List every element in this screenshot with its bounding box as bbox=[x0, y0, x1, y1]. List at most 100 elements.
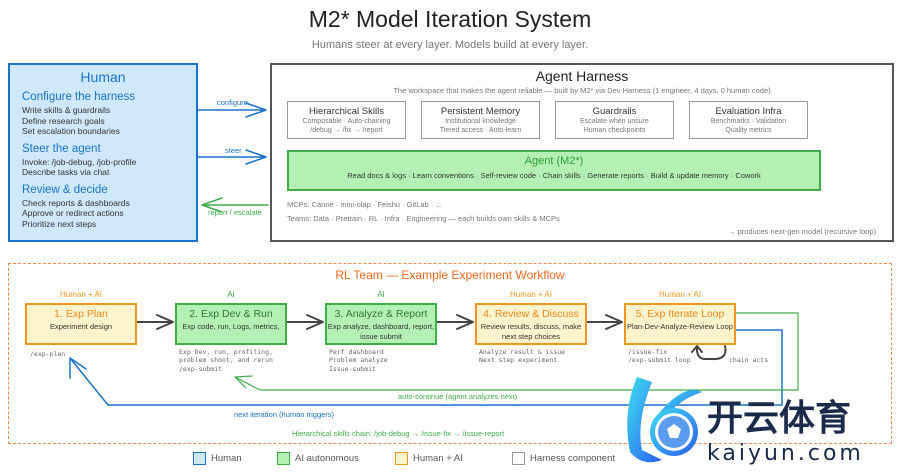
section-item: Invoke: /job-debug, /job-profile bbox=[22, 156, 137, 167]
step-exp-dev-run: 2. Exp Dev & Run Exp code, run, Logs, me… bbox=[175, 303, 287, 345]
legend-swatch bbox=[395, 452, 408, 465]
report-escalate-label: report / escalate bbox=[208, 208, 262, 217]
flow-arrow-1-2 bbox=[136, 314, 174, 330]
svg-text:开云体育: 开云体育 bbox=[707, 398, 851, 439]
component-desc: Institutional knowledge bbox=[445, 118, 516, 125]
section-item: Define research goals bbox=[22, 115, 105, 126]
step-desc: Exp analyze, dashboard, report, issue su… bbox=[327, 322, 435, 341]
section-item: Set escalation boundaries bbox=[22, 126, 120, 136]
component-evaluation-infra: Evaluation Infra Benchmarks · Validation… bbox=[689, 101, 808, 139]
next-iteration-label: next iteration (human triggers) bbox=[234, 410, 335, 419]
harness-title: Agent Harness bbox=[535, 68, 629, 84]
step-owner: Human + AI bbox=[509, 290, 553, 299]
step-desc: Review results, discuss, make next step … bbox=[480, 322, 582, 341]
step-name: 4. Review & Discuss bbox=[483, 308, 579, 320]
svg-text:kaiyun.com: kaiyun.com bbox=[707, 441, 864, 466]
component-name: Hierarchical Skills bbox=[309, 106, 384, 117]
component-guardrails: Guardrails Escalate when unsure Human ch… bbox=[555, 101, 674, 139]
workflow-title: RL Team — Example Experiment Workflow bbox=[335, 268, 565, 282]
component-desc: /debug → /fix → /report bbox=[310, 127, 383, 134]
step-name: 1. Exp Plan bbox=[54, 308, 108, 320]
step-review-discuss: 4. Review & Discuss Review results, disc… bbox=[475, 303, 587, 345]
component-desc: Escalate when unsure bbox=[580, 118, 649, 125]
legend-swatch bbox=[512, 452, 525, 465]
next-iteration-arrow bbox=[69, 329, 783, 406]
step-name: 2. Exp Dev & Run bbox=[189, 308, 273, 320]
section-item: Check reports & dashboards bbox=[22, 197, 130, 208]
step-owner: AI bbox=[377, 290, 385, 299]
section-item: Prioritize next steps bbox=[22, 218, 97, 229]
human-title: Human bbox=[80, 69, 126, 85]
teams-note: Teams: Data · Pretrain · RL · Infra · En… bbox=[287, 214, 560, 223]
agent-capabilities: Read docs & logs · Learn conventions · S… bbox=[347, 171, 761, 180]
section-item: Approve or redirect actions bbox=[22, 208, 124, 218]
legend-human-ai: Human + AI bbox=[395, 452, 463, 465]
legend-ai-autonomous: AI autonomous bbox=[277, 452, 359, 465]
kaiyun-watermark-logo: 开云体育 kaiyun.com bbox=[627, 377, 864, 466]
step-exp-iterate-loop: 5. Exp Iterate Loop Plan-Dev-Analyze-Rev… bbox=[624, 303, 736, 345]
mcps-note: MCPs: Canoe · mini-olap · Feishu · GitLa… bbox=[287, 200, 442, 209]
step-commands: Analyze result & issue Next step experim… bbox=[479, 348, 566, 365]
flow-arrow-4-5 bbox=[585, 314, 623, 330]
step-exp-plan: 1. Exp Plan Experiment design bbox=[25, 303, 137, 345]
step-commands: Perf dashboard Problem analyze Issue-sub… bbox=[329, 348, 388, 373]
component-name: Persistent Memory bbox=[440, 106, 521, 117]
component-desc: Benchmarks · Validation bbox=[710, 118, 787, 125]
step-owner: AI bbox=[227, 290, 235, 299]
component-desc: Tiered access · Auto-learn bbox=[439, 127, 522, 134]
auto-continue-label: auto-continue (agent analyzes next) bbox=[398, 392, 518, 401]
agent-box: Agent (M2*) Read docs & logs · Learn con… bbox=[287, 150, 821, 191]
step-commands: /exp-plan bbox=[30, 350, 66, 358]
agent-name: Agent (M2*) bbox=[524, 155, 584, 167]
steer-arrow bbox=[196, 149, 267, 165]
step-commands: Exp Dev, run, profiling, problem shoot, … bbox=[179, 348, 273, 373]
component-persistent-memory: Persistent Memory Institutional knowledg… bbox=[421, 101, 540, 139]
auto-continue-arrow bbox=[234, 312, 799, 391]
report-escalate-arrow bbox=[201, 197, 269, 213]
step-commands: /issue-fix /exp-submit loop bbox=[628, 348, 691, 365]
flow-arrow-3-4 bbox=[436, 314, 474, 330]
legend-label: Human + AI bbox=[413, 453, 463, 464]
section-item: Describe tasks via chat bbox=[22, 167, 110, 177]
component-desc: Quality metrics bbox=[725, 127, 772, 134]
configure-label: configure bbox=[217, 98, 248, 107]
chain-loop-arrow bbox=[691, 345, 727, 361]
steer-label: steer bbox=[225, 146, 242, 155]
step-owner: Human + AI bbox=[59, 290, 103, 299]
section-heading: Steer the agent bbox=[22, 142, 101, 155]
chain-acts-label: chain acts bbox=[729, 356, 769, 364]
section-heading: Review & decide bbox=[22, 183, 108, 196]
section-heading: Configure the harness bbox=[22, 91, 136, 103]
page-title: M2* Model Iteration System bbox=[308, 6, 592, 32]
step-owner: Human + AI bbox=[658, 290, 702, 299]
legend-label: Human bbox=[211, 453, 242, 464]
step-desc: Experiment design bbox=[49, 322, 113, 331]
legend-harness-component: Harness component bbox=[512, 452, 615, 465]
step-name: 5. Exp Iterate Loop bbox=[635, 308, 725, 320]
legend-label: AI autonomous bbox=[295, 453, 359, 464]
step-name: 3. Analyze & Report bbox=[334, 308, 428, 320]
component-name: Evaluation Infra bbox=[715, 106, 782, 117]
step-desc: Plan-Dev-Analyze-Review Loop bbox=[627, 322, 733, 331]
section-item: Write skills & guardrails bbox=[22, 105, 111, 115]
component-desc: Composable · Auto-chaining bbox=[302, 118, 391, 125]
harness-subtitle: The workspace that makes the agent relia… bbox=[393, 86, 771, 95]
produces-note: → produces next-gen model (recursive loo… bbox=[728, 227, 876, 236]
rl-workflow-box bbox=[8, 263, 892, 444]
legend-human: Human bbox=[193, 452, 242, 465]
flow-arrow-2-3 bbox=[286, 314, 324, 330]
component-name: Guardrails bbox=[592, 106, 637, 117]
component-hierarchical-skills: Hierarchical Skills Composable · Auto-ch… bbox=[287, 101, 406, 139]
configure-arrow bbox=[196, 102, 267, 118]
legend-swatch bbox=[277, 452, 290, 465]
component-desc: Human checkpoints bbox=[583, 127, 646, 134]
skills-chain-note: Hierarchical skills chain: /job-debug → … bbox=[292, 429, 505, 438]
legend-label: Harness component bbox=[530, 453, 616, 464]
page-subtitle: Humans steer at every layer. Models buil… bbox=[311, 39, 589, 51]
step-analyze-report: 3. Analyze & Report Exp analyze, dashboa… bbox=[325, 303, 437, 345]
step-desc: Exp code, run, Logs, metrics, bbox=[182, 322, 280, 331]
human-box: Human Configure the harness Write skills… bbox=[8, 63, 198, 242]
legend-swatch bbox=[193, 452, 206, 465]
